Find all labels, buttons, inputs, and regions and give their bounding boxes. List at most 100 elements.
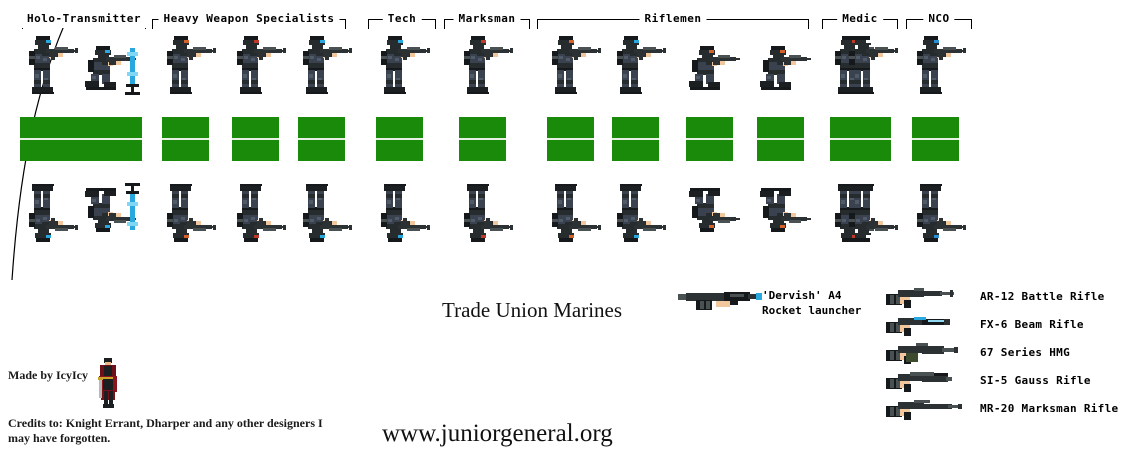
figure-nco: [908, 32, 968, 246]
weapon-icon-battle-rifle: [884, 286, 972, 314]
bracket-tick-right: [435, 19, 436, 29]
weapon-row: FX-6 Beam Rifle: [884, 314, 1124, 342]
figure-heavy-weapon-specialist-3: [294, 32, 354, 246]
figure-tech-specialist: [372, 32, 432, 246]
figure-upper-half: [78, 32, 140, 117]
group-label: Marksman: [453, 10, 521, 28]
figure-lower-half-mirrored: [753, 161, 813, 246]
made-by-label: Made by IcyIcy: [8, 368, 88, 382]
figure-lower-half-mirrored: [682, 161, 742, 246]
figure-marksman: [455, 32, 515, 246]
base-fold-line: [844, 138, 891, 140]
figure-upper-half: [455, 32, 515, 117]
base-fold-line: [612, 138, 659, 140]
figure-lower-half-mirrored: [908, 161, 968, 246]
base-fold-line: [298, 138, 345, 140]
website-url[interactable]: www.juniorgeneral.org: [382, 420, 613, 447]
bracket-tick-left: [152, 19, 153, 29]
weapon-row: 67 Series HMG: [884, 342, 1124, 370]
figure-upper-half: [908, 32, 968, 117]
weapon-label: SI-5 Gauss Rifle: [980, 374, 1091, 387]
bracket-tick-right: [971, 19, 972, 29]
figure-heavy-weapon-specialist-2: [228, 32, 288, 246]
figure-rifleman-3: [682, 32, 742, 246]
figure-base-tab: [376, 117, 423, 161]
figure-base-tab: [547, 117, 594, 161]
group-bracket-riflemen: Riflemen: [537, 10, 809, 30]
figure-upper-half: [372, 32, 432, 117]
weapon-icon-beam-rifle: [884, 314, 972, 342]
weapon-label: AR-12 Battle Rifle: [980, 290, 1105, 303]
figure-holo-transmitter-operator-crouching: [78, 32, 142, 246]
figure-base-tab: [298, 117, 345, 161]
figure-upper-half: [158, 32, 218, 117]
figure-lower-half-mirrored: [158, 161, 218, 246]
figure-holo-transmitter-operator-standing: [20, 32, 82, 246]
credits-line-2: may have forgotten.: [8, 431, 111, 445]
figure-lower-half-mirrored: [608, 161, 668, 246]
figure-upper-half: [294, 32, 354, 117]
rocket-launcher-label: 'Dervish' A4 Rocket launcher: [762, 288, 861, 318]
bracket-tick-right: [529, 19, 530, 29]
figure-lower-half-mirrored: [840, 161, 900, 246]
figure-upper-half: [753, 32, 813, 117]
bracket-tick-left: [444, 19, 445, 29]
weapon-row: AR-12 Battle Rifle: [884, 286, 1124, 314]
weapon-label: 67 Series HMG: [980, 346, 1070, 359]
figure-upper-half: [840, 32, 900, 117]
figure-base-tab: [757, 117, 804, 161]
rocket-launcher-icon: [678, 288, 770, 318]
figure-base-tab: [20, 117, 82, 161]
figure-lower-half-mirrored: [543, 161, 603, 246]
group-bracket-heavy-weapon-specialists: Heavy Weapon Specialists: [152, 10, 346, 30]
bracket-tick-left: [537, 19, 538, 29]
weapon-label: FX-6 Beam Rifle: [980, 318, 1084, 331]
group-label: Holo-Transmitter: [22, 10, 146, 28]
figure-base-tab: [232, 117, 279, 161]
bracket-tick-left: [368, 19, 369, 29]
base-fold-line: [78, 138, 142, 140]
group-label: Riflemen: [639, 10, 707, 28]
group-label: Medic: [837, 10, 883, 28]
group-bracket-tech: Tech: [368, 10, 436, 30]
figure-lower-half-mirrored: [228, 161, 288, 246]
rocket-launcher-name: 'Dervish' A4: [762, 289, 842, 302]
group-bracket-medic: Medic: [822, 10, 898, 30]
figure-rifleman-1: [543, 32, 603, 246]
knight-mascot-sprite: [95, 358, 121, 408]
figure-base-tab: [686, 117, 733, 161]
figure-base-tab: [844, 117, 891, 161]
rocket-launcher-type: Rocket launcher: [762, 304, 862, 317]
bracket-tick-right: [897, 19, 898, 29]
base-fold-line: [686, 138, 733, 140]
group-bracket-marksman: Marksman: [444, 10, 530, 30]
figure-heavy-weapon-specialist-1: [158, 32, 218, 246]
base-fold-line: [912, 138, 959, 140]
base-fold-line: [162, 138, 209, 140]
figure-base-tab: [612, 117, 659, 161]
base-fold-line: [547, 138, 594, 140]
bracket-tick-right: [808, 19, 809, 29]
figure-upper-half: [228, 32, 288, 117]
figure-upper-half: [543, 32, 603, 117]
figure-base-tab: [459, 117, 506, 161]
group-label: Tech: [382, 10, 422, 28]
base-fold-line: [20, 138, 82, 140]
figure-base-tab: [912, 117, 959, 161]
figure-lower-half-mirrored: [372, 161, 432, 246]
weapon-row: SI-5 Gauss Rifle: [884, 370, 1124, 398]
figure-upper-half: [682, 32, 742, 117]
group-label: Heavy Weapon Specialists: [158, 10, 340, 28]
group-bracket-holo-transmitter: Holo-Transmitter: [22, 10, 146, 30]
base-fold-line: [232, 138, 279, 140]
base-fold-line: [459, 138, 506, 140]
figure-medic: [840, 32, 900, 246]
bracket-tick-left: [906, 19, 907, 29]
base-fold-line: [757, 138, 804, 140]
figure-lower-half-mirrored: [294, 161, 354, 246]
figure-lower-half-mirrored: [20, 161, 80, 246]
weapon-icon-hmg: [884, 342, 972, 370]
page-title: Trade Union Marines: [442, 298, 623, 322]
figure-base-tab: [78, 117, 142, 161]
